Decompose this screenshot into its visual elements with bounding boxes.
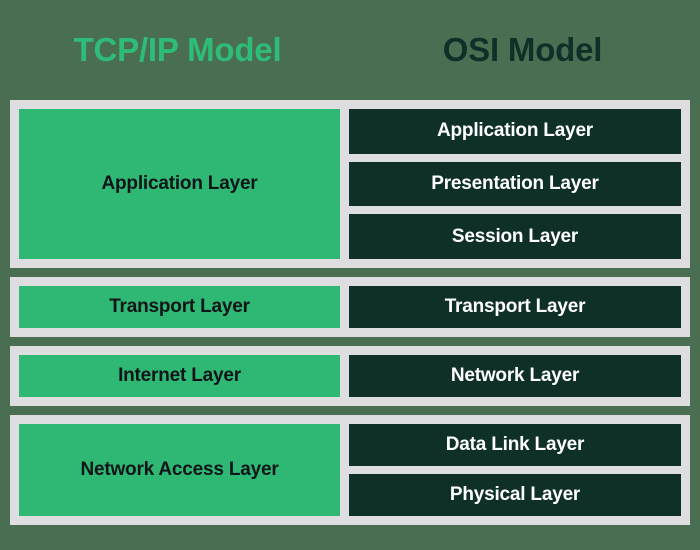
osi-model-title: OSI Model bbox=[442, 31, 603, 68]
diagram-header: TCP/IP Model OSI Model bbox=[0, 0, 700, 100]
osi-layer-box: Physical Layer bbox=[349, 474, 681, 516]
osi-layer-box: Session Layer bbox=[349, 214, 681, 260]
tcpip-column-group-4: Network Access Layer bbox=[19, 424, 340, 516]
osi-column-group-4: Data Link Layer Physical Layer bbox=[349, 424, 681, 516]
layer-group-transport: Transport Layer Transport Layer bbox=[10, 277, 690, 337]
tcpip-column-group-2: Transport Layer bbox=[19, 286, 340, 328]
tcpip-layer-box: Internet Layer bbox=[19, 355, 340, 397]
tcpip-column-group-1: Application Layer bbox=[19, 109, 340, 259]
osi-layer-box: Data Link Layer bbox=[349, 424, 681, 466]
osi-column-group-3: Network Layer bbox=[349, 355, 681, 397]
tcpip-model-title: TCP/IP Model bbox=[73, 31, 282, 68]
tcpip-layer-box: Transport Layer bbox=[19, 286, 340, 328]
layer-group-application: Application Layer Application Layer Pres… bbox=[10, 100, 690, 268]
tcpip-layer-box: Network Access Layer bbox=[19, 424, 340, 516]
tcpip-column-group-3: Internet Layer bbox=[19, 355, 340, 397]
layer-groups: Application Layer Application Layer Pres… bbox=[0, 100, 700, 550]
osi-layer-box: Presentation Layer bbox=[349, 161, 681, 207]
osi-layer-box: Network Layer bbox=[349, 355, 681, 397]
osi-column-group-1: Application Layer Presentation Layer Ses… bbox=[349, 109, 681, 260]
layer-group-internet-network: Internet Layer Network Layer bbox=[10, 346, 690, 406]
osi-column-group-2: Transport Layer bbox=[349, 286, 681, 328]
osi-layer-box: Application Layer bbox=[349, 109, 681, 154]
osi-layer-box: Transport Layer bbox=[349, 286, 681, 328]
layer-group-network-access: Network Access Layer Data Link Layer Phy… bbox=[10, 415, 690, 525]
tcpip-layer-box: Application Layer bbox=[19, 109, 340, 259]
